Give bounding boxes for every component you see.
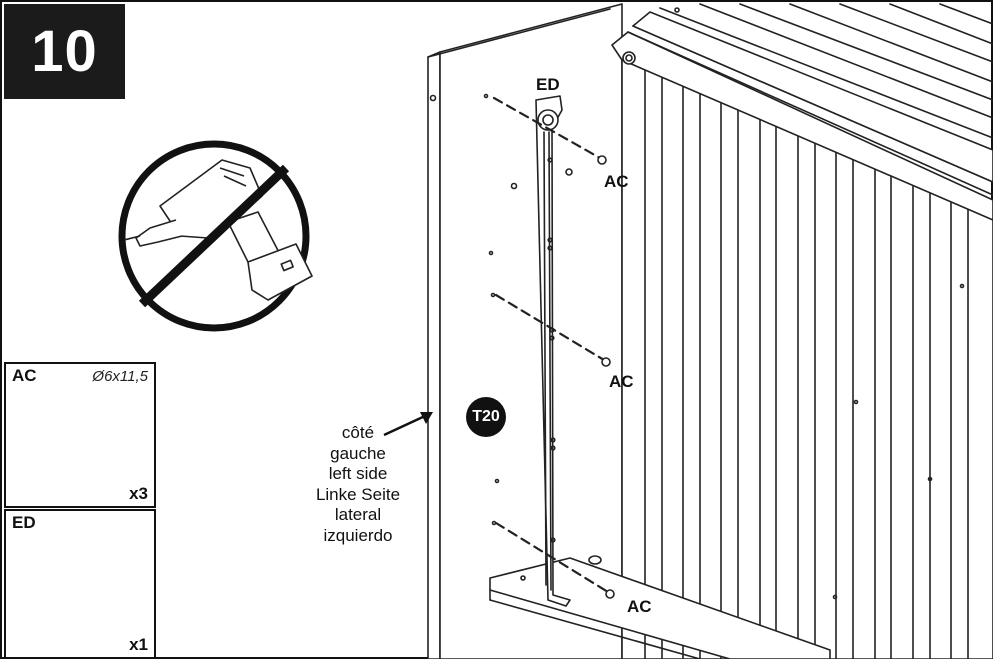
side-label-line: gauche: [330, 443, 386, 463]
ac-screws: [597, 155, 615, 599]
top-rail: [611, 3, 993, 221]
part-quantity: x1: [129, 635, 148, 654]
step-number: 10: [4, 4, 125, 99]
part-code: AC: [12, 366, 37, 385]
part-quantity: x3: [129, 484, 148, 503]
side-label: côté gauche left side Linke Seite latera…: [278, 423, 438, 546]
part-dimension: Ø6x11,5: [92, 368, 148, 385]
screw-guide-lines: [492, 96, 610, 594]
callout-ac-screw-bottom: AC: [627, 597, 652, 616]
callout-ac-screw-top: AC: [604, 172, 629, 191]
callout-ed-bracket: ED: [536, 75, 560, 94]
part-code: ED: [12, 513, 36, 532]
left-side-panel: [427, 3, 680, 659]
ed-bracket: [535, 95, 573, 607]
slatted-panel: [621, 54, 993, 659]
bottom-board: [489, 555, 831, 659]
side-pointer-arrow: [383, 412, 433, 437]
side-label-line: izquierdo: [323, 525, 393, 545]
part-card-ac: AC Ø6x11,5 x3: [4, 362, 156, 508]
no-power-drill-icon: [118, 140, 313, 332]
side-label-line: lateral: [334, 505, 382, 524]
side-label-line: left side: [328, 464, 388, 483]
part-card-ed: ED x1: [4, 509, 156, 659]
side-label-line: côté: [341, 423, 375, 442]
side-label-line: Linke Seite: [315, 484, 401, 504]
torx-tool-badge: T20: [466, 397, 506, 437]
callout-ac-screw-middle: AC: [609, 372, 634, 391]
panel-holes: [483, 93, 518, 526]
